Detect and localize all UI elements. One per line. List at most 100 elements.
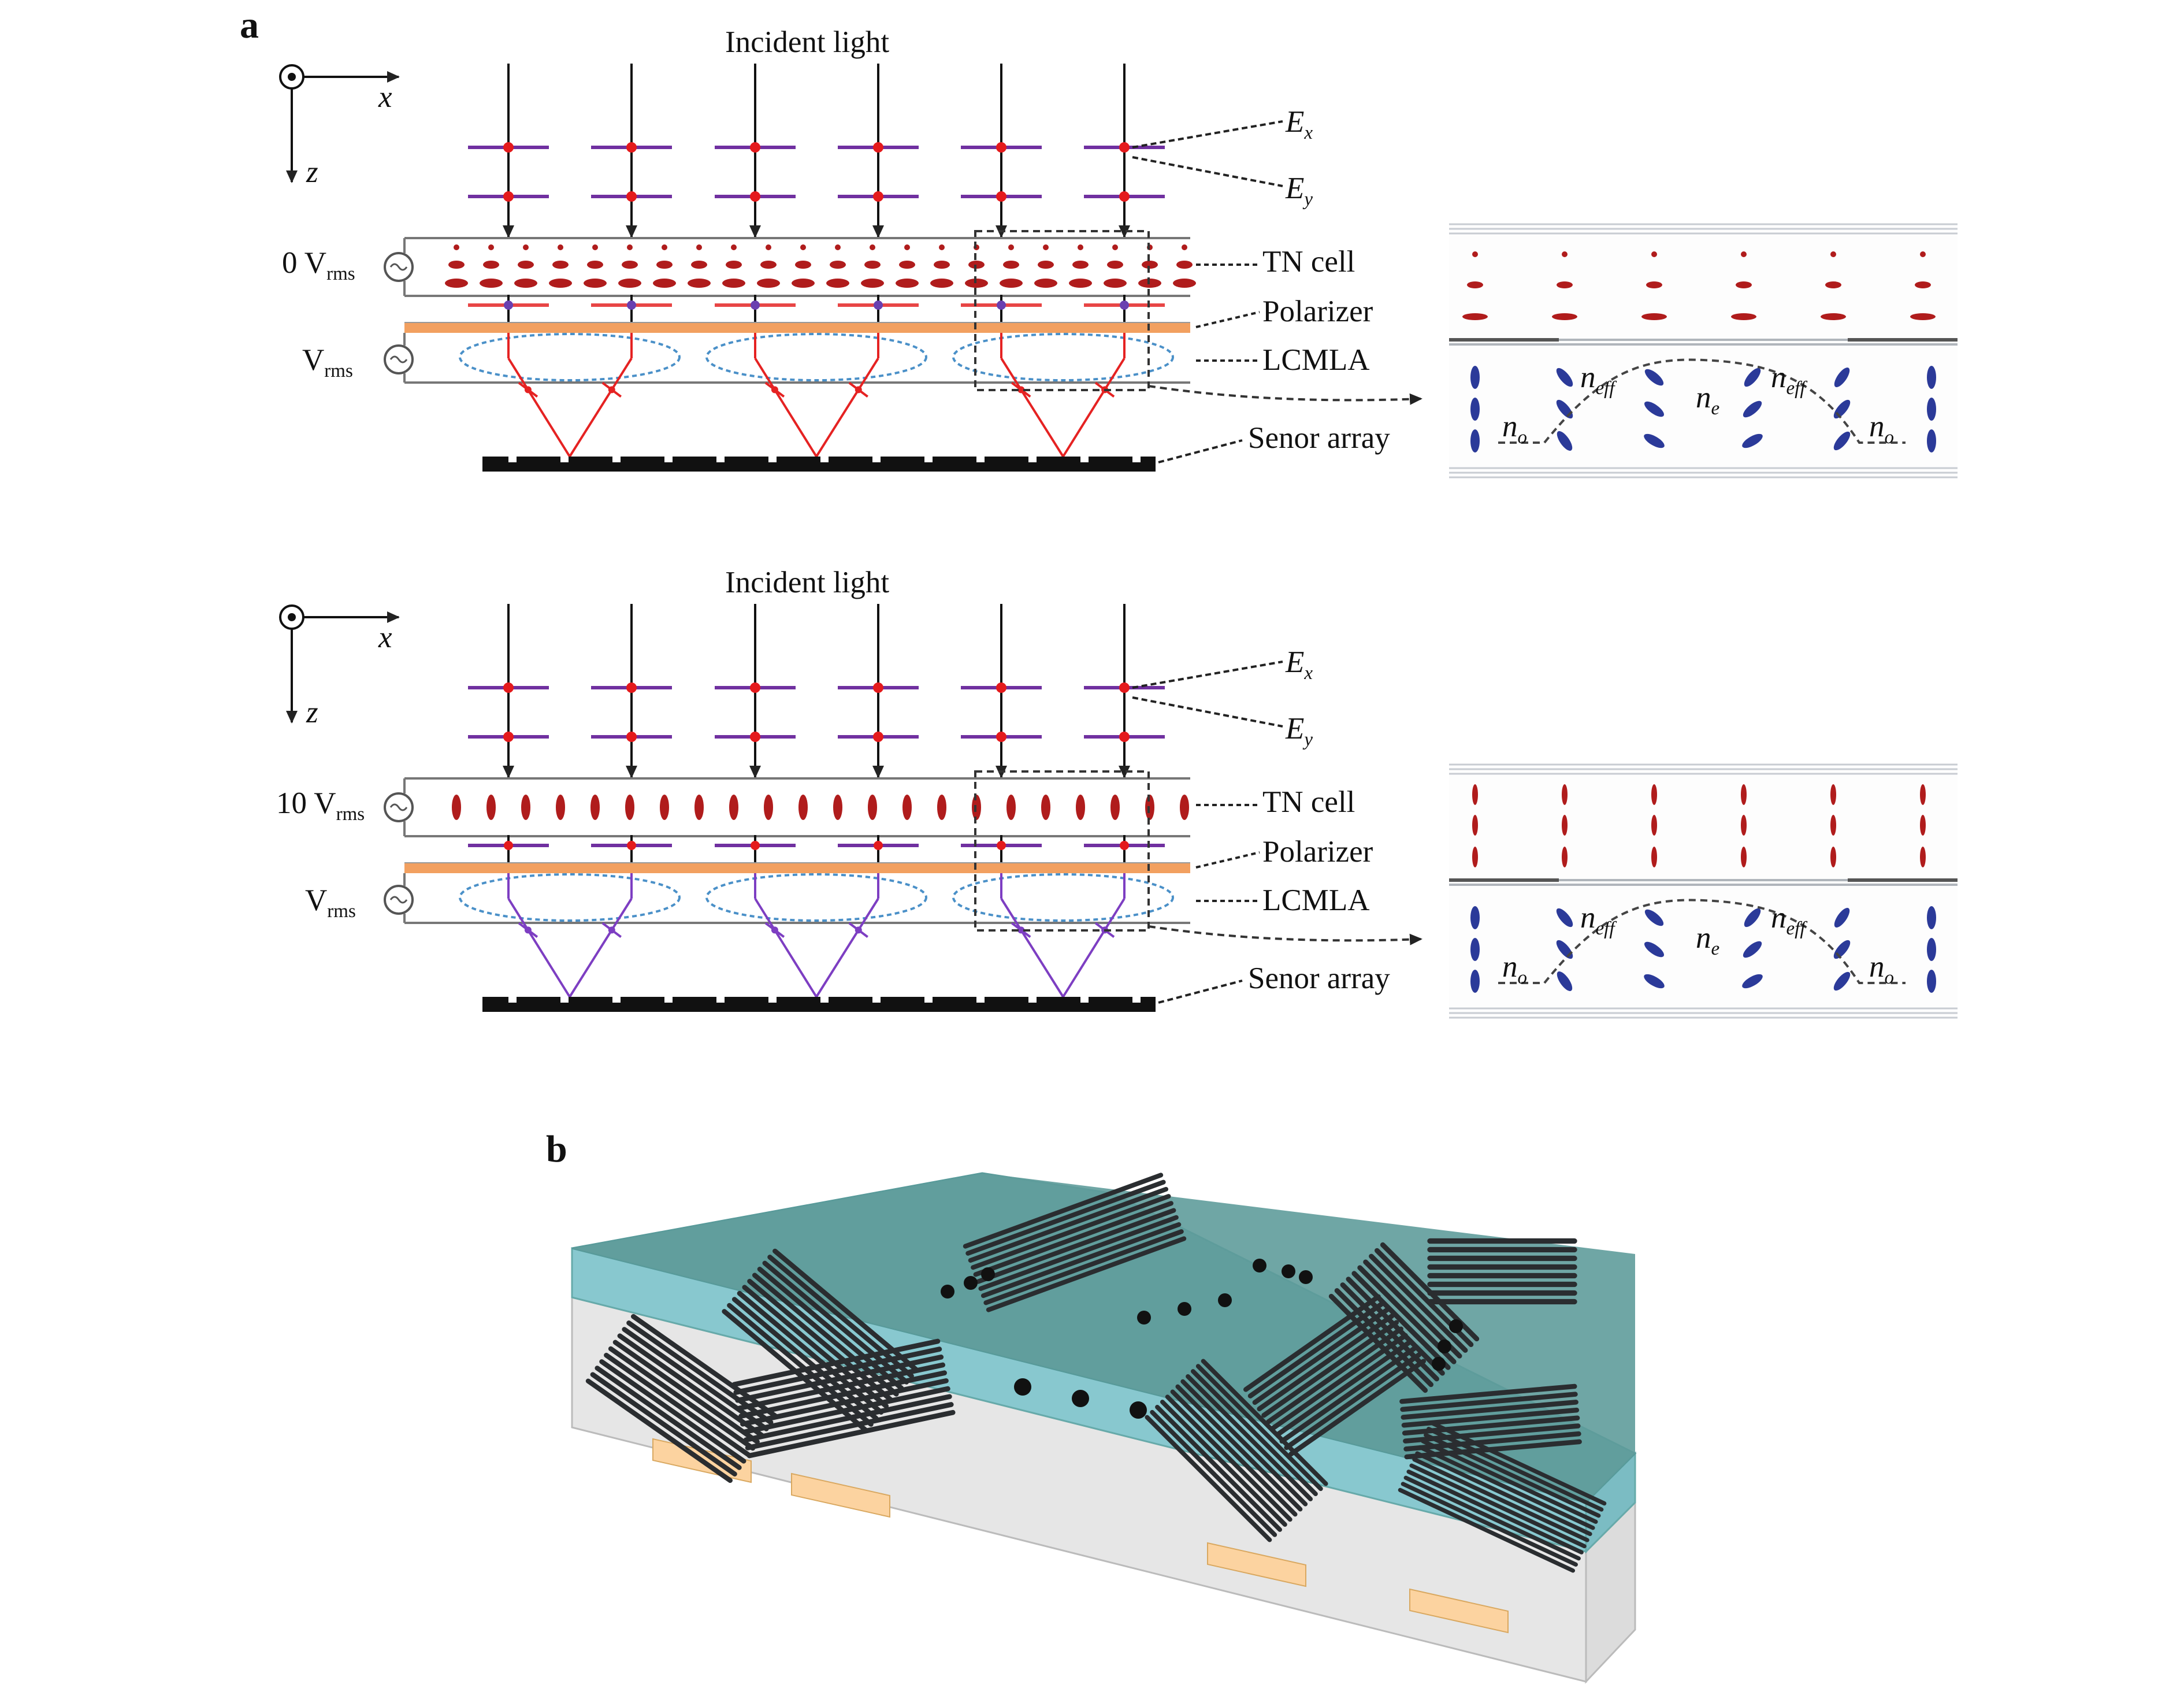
index-profile-curve (1498, 358, 1906, 444)
svg-text:neff: neff (1771, 361, 1807, 399)
lc-molecule (1069, 279, 1092, 288)
grating-line (1284, 1352, 1422, 1450)
lc-molecule (1927, 938, 1936, 961)
lc-molecule (1830, 784, 1836, 805)
leader-line (1132, 661, 1283, 689)
lcmla-voltage-label: Vrms (305, 884, 356, 922)
nanohole-dot (1014, 1378, 1031, 1396)
sensor-gap (1028, 997, 1037, 1003)
grating-line (983, 1229, 1184, 1305)
sensor-bar (482, 997, 1156, 1012)
lc-molecule (833, 795, 842, 820)
grating-line (1415, 1451, 1592, 1537)
grating-line (746, 1409, 956, 1459)
sine-icon (389, 896, 408, 904)
lc-molecule (1562, 784, 1568, 805)
grating-line (986, 1236, 1187, 1312)
ey-label: Ey (1285, 172, 1313, 210)
sensor-gap (976, 457, 985, 462)
polarization-dot (626, 732, 637, 742)
grating-line (965, 1179, 1166, 1256)
lc-molecule (795, 261, 811, 269)
lcmla-label: LCMLA (1262, 343, 1370, 377)
lc-molecule (939, 244, 945, 250)
leader-line (1132, 696, 1283, 728)
incident-light-arrows (468, 604, 1165, 778)
leader-line (1195, 311, 1260, 328)
lc-molecule (1562, 251, 1568, 257)
lc-molecule (1041, 795, 1050, 820)
sensor-gap (508, 997, 517, 1003)
lc-molecule (1552, 313, 1577, 320)
lc-molecule (1927, 366, 1936, 389)
lc-molecule (1470, 938, 1480, 961)
grating-line (1403, 1475, 1581, 1561)
lc-molecule (830, 261, 846, 269)
sensor-array-label: Senor array (1248, 421, 1390, 455)
sensor-gap (976, 997, 985, 1003)
lc-molecule (722, 279, 745, 288)
grating-line (745, 1402, 954, 1450)
grating-line (1257, 1314, 1395, 1412)
lc-molecule (1920, 847, 1926, 867)
lc-molecule (483, 261, 499, 269)
grating-line (1150, 1409, 1277, 1537)
leader-line (1195, 851, 1260, 869)
lc-molecule (1741, 784, 1747, 805)
lc-molecule (1173, 279, 1196, 288)
grating-line (1398, 1487, 1576, 1573)
lc-molecule (1920, 784, 1926, 805)
polarization-dot (996, 142, 1006, 153)
nanohole-dot (1449, 1319, 1463, 1333)
grating-line (1427, 1427, 1604, 1512)
lc-molecule (1142, 261, 1158, 269)
focused-ray (754, 897, 818, 998)
polarization-dot (997, 841, 1006, 850)
grating-line (1266, 1326, 1403, 1424)
lc-molecule (625, 795, 634, 820)
sensor-gap (716, 997, 725, 1003)
lc-molecule (452, 795, 461, 820)
nanohole-dot (1432, 1357, 1446, 1371)
panel-b-device (571, 1172, 1637, 1684)
lc-molecule (1644, 401, 1665, 417)
tn-cell (384, 237, 1196, 327)
polarization-dot (503, 732, 514, 742)
grating-line (737, 1362, 946, 1411)
lc-molecule (1736, 281, 1752, 288)
grating-line (585, 1378, 733, 1483)
polarization-dot (996, 732, 1006, 742)
lc-molecule (1743, 400, 1762, 418)
lc-molecule (480, 279, 503, 288)
grating-line (727, 1303, 874, 1427)
axis-z-label: z (306, 155, 318, 189)
grating-line (1369, 1253, 1468, 1353)
nanohole-dot (1137, 1311, 1151, 1325)
lc-molecule (660, 795, 669, 820)
grating-line (1275, 1339, 1413, 1437)
axis-x-label: x (378, 80, 392, 114)
lc-molecule (523, 244, 529, 250)
lc-molecule (1915, 281, 1931, 288)
polarization-dot (627, 841, 636, 850)
ex-label: Ex (1285, 105, 1313, 143)
grating-line (731, 1338, 941, 1388)
leader-line (1132, 156, 1283, 187)
focused-ray (754, 357, 818, 458)
lc-molecule (864, 261, 881, 269)
lc-molecule (1830, 847, 1836, 867)
microlens (459, 873, 681, 922)
grating-line (1201, 1359, 1328, 1486)
lc-molecule (1562, 815, 1568, 836)
microlens (952, 333, 1174, 381)
ray-tick (1011, 381, 1031, 398)
grating-line (1145, 1415, 1272, 1542)
lc-molecule (1830, 251, 1836, 257)
lc-molecule (934, 261, 950, 269)
lc-molecule (590, 795, 600, 820)
sine-icon (389, 803, 408, 811)
sensor-gap (560, 457, 569, 462)
lc-molecule (1470, 429, 1480, 452)
lc-molecule (800, 244, 806, 250)
sine-icon (389, 263, 408, 271)
